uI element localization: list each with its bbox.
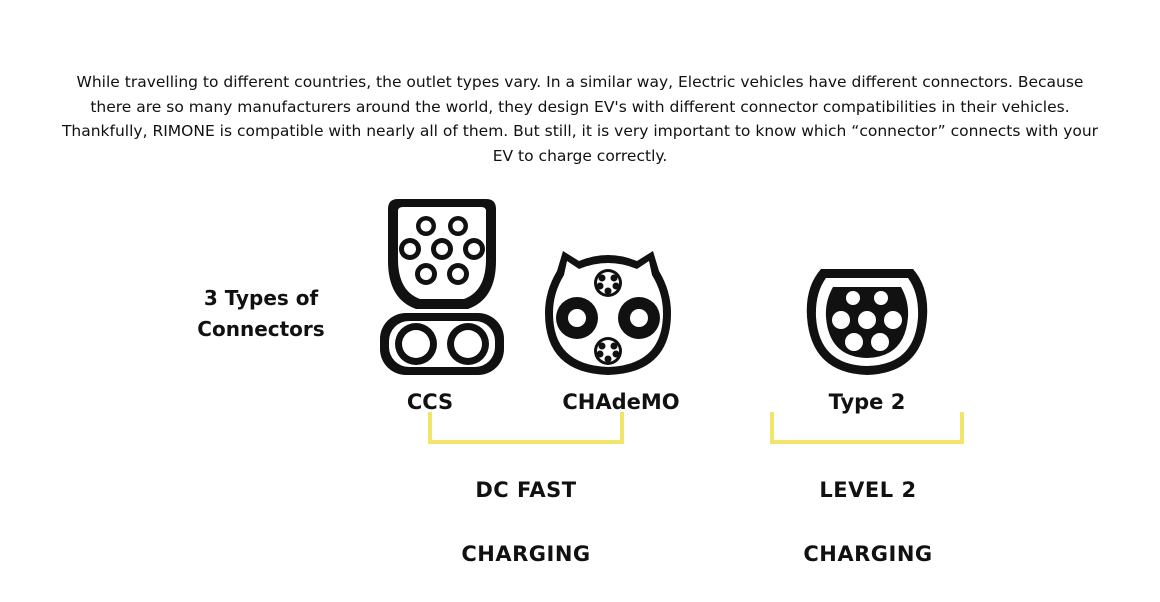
intro-paragraph: While travelling to different countries,… (40, 70, 1120, 168)
dc-fast-line-1: DC FAST (475, 478, 577, 502)
connector-types-heading: 3 Types of Connectors (186, 283, 336, 345)
heading-line-1: 3 Types of (203, 286, 319, 310)
connector-label-chademo: CHAdeMO (562, 390, 680, 414)
level2-bracket (770, 412, 964, 444)
level2-line-2: CHARGING (803, 542, 933, 566)
intro-line-2: there are so many manufacturers around t… (90, 97, 1070, 116)
intro-line-4: EV to charge correctly. (492, 146, 668, 165)
intro-line-3: Thankfully, RIMONE is compatible with ne… (61, 122, 1099, 140)
dc-fast-bracket (428, 412, 624, 444)
level2-line-1: LEVEL 2 (819, 478, 917, 502)
connector-label-ccs: CCS (406, 390, 454, 414)
chademo-connector-icon (545, 251, 671, 375)
dc-fast-line-2: CHARGING (461, 542, 591, 566)
level2-charging-label: LEVEL 2 CHARGING (782, 442, 954, 602)
connector-label-type2: Type 2 (828, 390, 906, 414)
type2-connector-icon (806, 269, 928, 375)
heading-line-2: Connectors (197, 317, 325, 341)
dc-fast-charging-label: DC FAST CHARGING (440, 442, 612, 602)
ccs-connector-icon (380, 199, 504, 375)
intro-line-1: While travelling to different countries,… (76, 73, 1084, 91)
